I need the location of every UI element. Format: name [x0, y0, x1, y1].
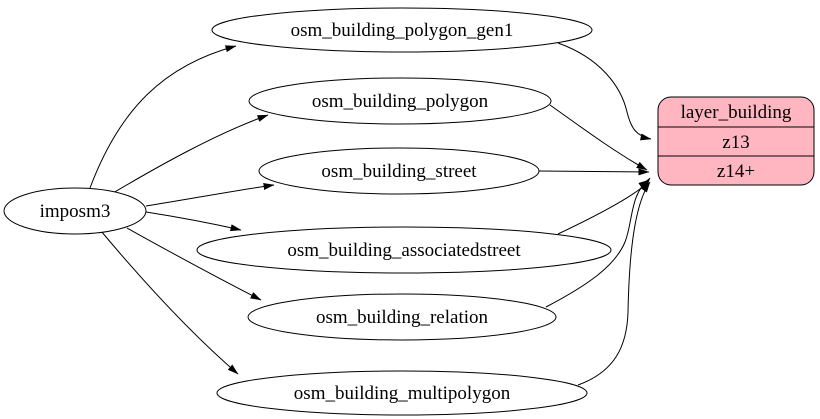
layer-building-row-z13: z13	[722, 132, 749, 153]
edge-osm-building-polygon-to-layer-building-z14	[549, 104, 648, 171]
edges	[89, 42, 652, 386]
node-osm-building-polygon: osm_building_polygon	[248, 77, 552, 125]
layer-building-row-z14plus: z14+	[717, 161, 755, 182]
osm-building-associatedstreet-label: osm_building_associatedstreet	[287, 240, 521, 261]
edge-imposm3-to-osm-building-polygon	[107, 114, 269, 197]
node-layer-building: layer_building z13 z14+	[657, 96, 815, 186]
osm-building-associatedstreet-ellipse	[196, 226, 612, 274]
edge-imposm3-to-osm-building-multipolygon	[100, 230, 239, 375]
node-osm-building-multipolygon: osm_building_multipolygon	[216, 370, 588, 416]
imposm3-ellipse	[3, 187, 147, 235]
edge-osm-building-polygon-gen1-to-layer-building-z13	[557, 42, 652, 141]
node-osm-building-street: osm_building_street	[258, 147, 540, 195]
osm-building-street-ellipse	[258, 147, 540, 195]
osm-building-relation-label: osm_building_relation	[316, 307, 489, 328]
edge-osm-building-street-to-layer-building-z14	[538, 168, 650, 176]
node-osm-building-polygon-gen1: osm_building_polygon_gen1	[211, 7, 593, 53]
osm-building-polygon-label: osm_building_polygon	[312, 91, 489, 112]
osm-building-polygon-gen1-ellipse	[211, 7, 593, 53]
layer-building-record	[657, 96, 815, 186]
layer-building-title: layer_building	[681, 102, 792, 123]
edge-imposm3-to-osm-building-associatedstreet	[145, 211, 242, 232]
edge-imposm3-to-osm-building-street	[145, 183, 275, 207]
node-imposm3: imposm3	[3, 187, 147, 235]
edge-osm-building-relation-to-layer-building-z14	[545, 179, 650, 308]
edge-imposm3-to-osm-building-polygon-gen1	[89, 45, 237, 189]
edge-imposm3-to-osm-building-relation	[126, 227, 262, 301]
edge-osm-building-associatedstreet-to-layer-building-z14	[557, 177, 651, 235]
osm-building-polygon-ellipse	[248, 77, 552, 125]
node-osm-building-relation: osm_building_relation	[247, 293, 557, 341]
osm-building-multipolygon-ellipse	[216, 370, 588, 416]
edge-osm-building-multipolygon-to-layer-building-z14	[577, 181, 651, 386]
osm-building-multipolygon-label: osm_building_multipolygon	[294, 383, 511, 404]
osm-building-street-label: osm_building_street	[321, 161, 477, 182]
node-osm-building-associatedstreet: osm_building_associatedstreet	[196, 226, 612, 274]
osm-building-relation-ellipse	[247, 293, 557, 341]
imposm3-label: imposm3	[40, 201, 111, 222]
osm-building-polygon-gen1-label: osm_building_polygon_gen1	[291, 20, 514, 41]
